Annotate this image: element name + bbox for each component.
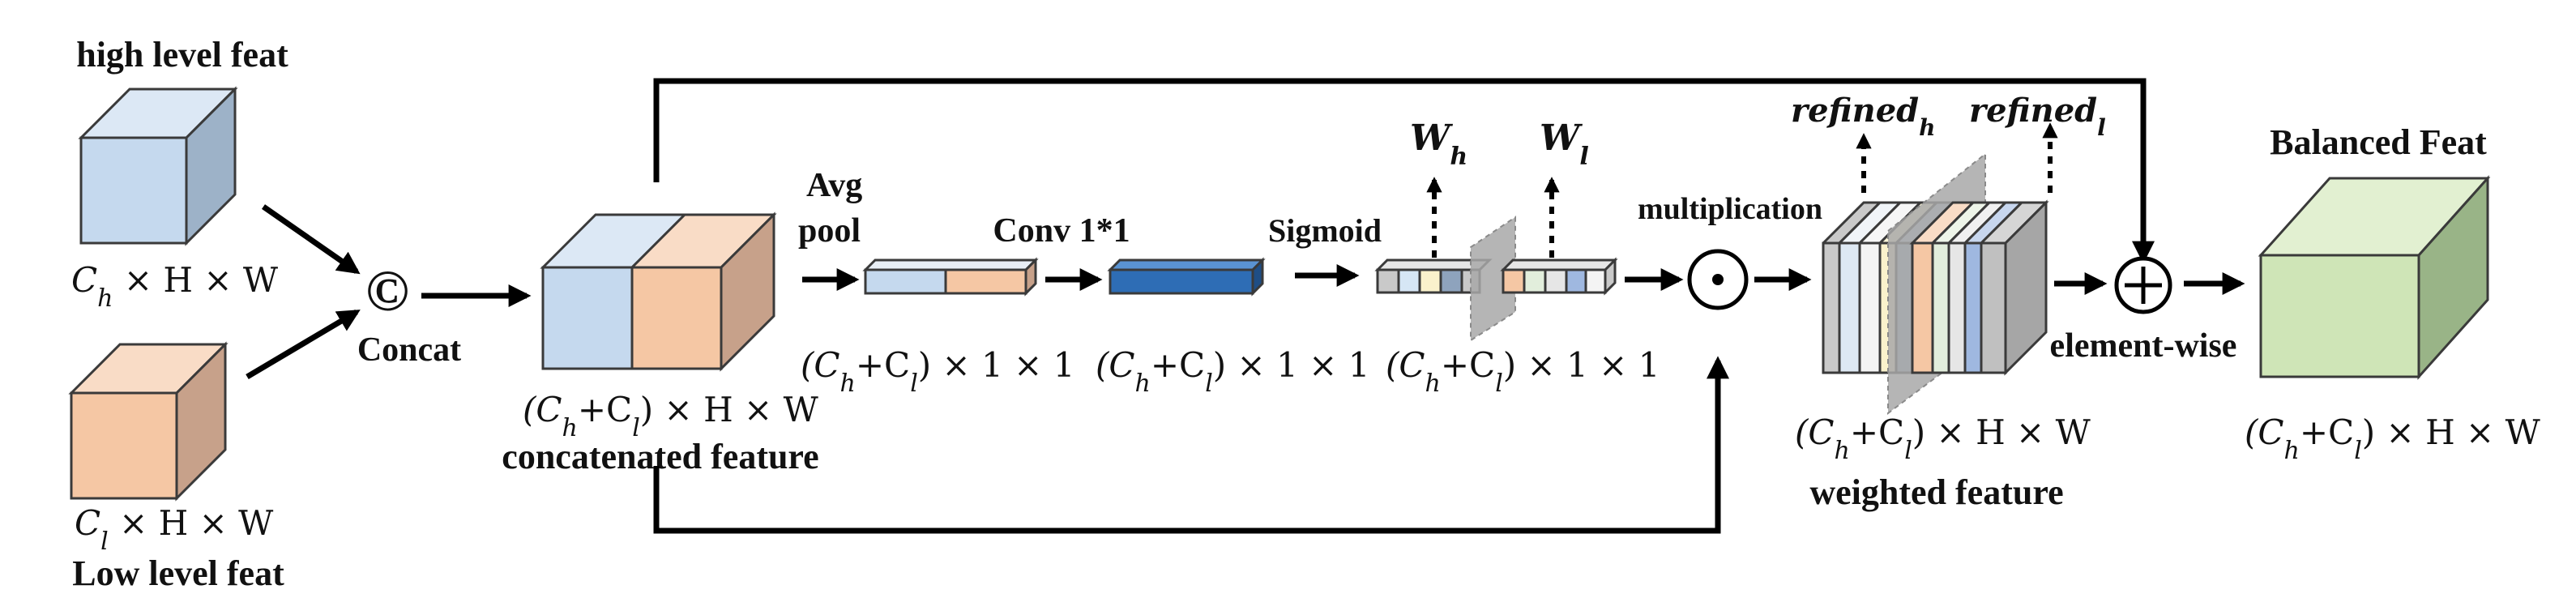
low-cube-front	[70, 391, 178, 500]
balanced-cube-front	[2259, 254, 2420, 378]
wf-slice-8	[1947, 241, 1967, 374]
sig-divider-plane	[1470, 216, 1516, 342]
skip-connection-bottom	[653, 356, 1729, 534]
wf-slice-3	[1858, 241, 1882, 374]
multiplication-label: multiplication	[1638, 192, 1822, 226]
arrow-low-to-concat	[246, 309, 361, 380]
concatenated-feature-block	[540, 211, 777, 372]
concat-label: Concat	[357, 331, 461, 369]
avg-pool-label-line2: pool	[798, 212, 861, 250]
sig-cell-1	[1376, 268, 1400, 294]
conv-top	[1107, 258, 1266, 271]
concat-feature-dim: (Ch+Cl) × H × W	[523, 390, 819, 442]
sig-cell-6	[1502, 268, 1526, 294]
weighted-feature-stack	[1822, 152, 2049, 415]
balanced-dim: (Ch+Cl) × H × W	[2245, 412, 2541, 465]
pool-top	[862, 258, 1039, 271]
concatenated-feature-label: concatenated feature	[502, 437, 818, 476]
w-h-label: Wh	[1410, 117, 1467, 171]
weighted-feature-label: weighted feature	[1809, 472, 2063, 512]
avg-pool-label-line1: Avg	[806, 167, 862, 204]
concat-front-orange	[630, 266, 723, 370]
low-level-feat-label: Low level feat	[72, 553, 284, 593]
avg-pooled-vector	[862, 257, 1039, 297]
sigmoid-label: Sigmoid	[1268, 212, 1382, 249]
sig-cell-7	[1523, 268, 1547, 294]
element-wise-label: element-wise	[2050, 327, 2237, 365]
sig-cell-3	[1418, 268, 1442, 294]
wf-slice-1-front	[1822, 241, 1841, 374]
wf-slice-7	[1931, 241, 1950, 374]
conv-front	[1109, 268, 1254, 295]
wf-slice-10	[1980, 241, 2007, 374]
multiply-dot	[1712, 274, 1724, 285]
pool-front-blue	[864, 268, 947, 295]
sig-cell-9	[1565, 268, 1587, 294]
sig-right-top	[1500, 258, 1618, 271]
pool-dim: (Ch+Cl) × 1 × 1	[801, 345, 1074, 398]
balanced-feature-cube	[2258, 175, 2491, 380]
wf-slice-2	[1838, 241, 1861, 374]
pool-front-orange	[944, 268, 1027, 295]
conv-vector	[1107, 257, 1266, 297]
arrow-high-to-concat	[262, 204, 361, 275]
sig-cell-8	[1544, 268, 1568, 294]
conv-label: Conv 1*1	[993, 212, 1130, 250]
sigmoid-dim: (Ch+Cl) × 1 × 1	[1386, 345, 1660, 398]
sig-cell-4	[1439, 268, 1463, 294]
high-level-feature-cube	[78, 86, 238, 246]
wf-slice-9	[1963, 241, 1983, 374]
sigmoid-weights-vector	[1374, 216, 1618, 342]
skip-connection-top	[653, 78, 2155, 264]
weighted-dim: (Ch+Cl) × H × W	[1795, 412, 2091, 465]
sig-cell-2	[1397, 268, 1421, 294]
balanced-feat-label: Balanced Feat	[2270, 122, 2487, 162]
high-feat-dim: Ch × H × W	[71, 260, 279, 313]
w-l-label: Wl	[1540, 117, 1589, 171]
high-cube-front	[79, 136, 188, 245]
concat-symbol: ©	[365, 258, 409, 323]
refined-h-label: refinedh	[1791, 92, 1935, 141]
high-level-feat-label: high level feat	[76, 35, 288, 75]
conv-dim: (Ch+Cl) × 1 × 1	[1096, 345, 1369, 398]
low-feat-dim: Cl × H × W	[75, 503, 274, 556]
low-level-feature-cube	[68, 341, 229, 502]
concat-front-blue	[541, 266, 634, 370]
wf-slice-6	[1911, 241, 1934, 374]
refined-l-label: refinedl	[1969, 92, 2106, 141]
sig-cell-10	[1584, 268, 1607, 294]
